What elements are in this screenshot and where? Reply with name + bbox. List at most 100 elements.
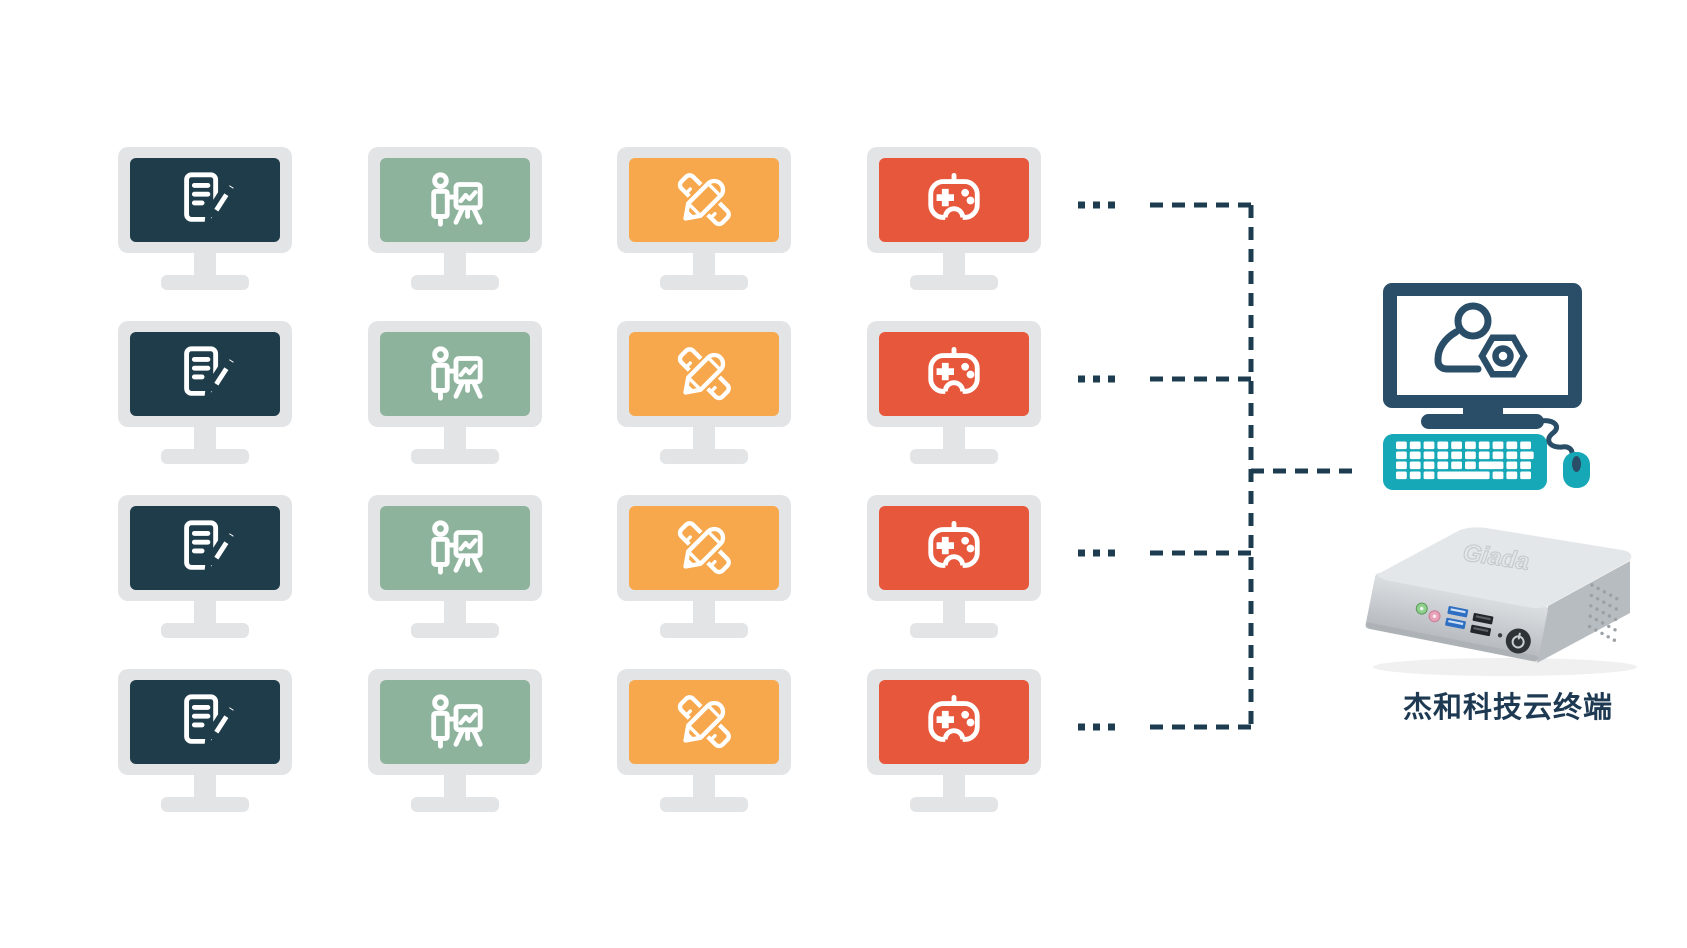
keyboard-key bbox=[1423, 451, 1435, 460]
keyboard-key bbox=[1478, 451, 1490, 460]
workstation-monitor-gamepad bbox=[867, 321, 1041, 464]
keyboard-key bbox=[1478, 461, 1504, 470]
monitor-neck bbox=[943, 253, 965, 277]
keyboard-key bbox=[1409, 451, 1421, 460]
workstation-monitor-ruler-pencil bbox=[617, 669, 791, 812]
workstation-monitor-gamepad bbox=[867, 669, 1041, 812]
mouse-cable bbox=[1537, 418, 1575, 456]
vent-hole bbox=[1602, 590, 1607, 594]
power-button bbox=[1505, 628, 1531, 654]
monitor-base bbox=[660, 623, 748, 638]
keyboard-key bbox=[1437, 461, 1449, 470]
vent-hole bbox=[1607, 624, 1611, 629]
ellipsis-dot bbox=[1093, 549, 1100, 557]
vent-hole bbox=[1594, 617, 1599, 622]
vent-hole bbox=[1613, 617, 1618, 622]
keyboard-key bbox=[1465, 461, 1476, 470]
monitor-neck bbox=[194, 601, 216, 625]
vent-hole bbox=[1600, 631, 1604, 636]
vent-hole bbox=[1602, 600, 1606, 604]
keyboard-key bbox=[1423, 441, 1435, 450]
keyboard-key bbox=[1396, 451, 1407, 460]
monitor-base bbox=[411, 275, 499, 290]
vent-hole bbox=[1612, 638, 1617, 642]
monitor-neck bbox=[943, 775, 965, 799]
ellipsis-dot bbox=[1108, 201, 1115, 209]
monitor-base bbox=[910, 797, 998, 812]
monitor-neck bbox=[194, 253, 216, 277]
vent-hole bbox=[1589, 604, 1593, 608]
user-gear-icon bbox=[1434, 302, 1528, 378]
keyboard-key bbox=[1506, 471, 1518, 480]
ellipsis-dot bbox=[1108, 723, 1115, 731]
workstation-monitor-ruler-pencil bbox=[617, 495, 791, 638]
keyboard-key bbox=[1451, 441, 1462, 450]
ellipsis-dot bbox=[1078, 201, 1085, 209]
workstation-monitor-gamepad bbox=[867, 147, 1041, 290]
ellipsis-dot bbox=[1078, 723, 1085, 731]
vent-hole bbox=[1608, 603, 1612, 608]
monitor-base bbox=[910, 449, 998, 464]
monitor-base bbox=[161, 623, 249, 638]
ellipsis-dot bbox=[1108, 375, 1115, 383]
monitor-screen bbox=[130, 158, 280, 242]
vent-hole bbox=[1589, 593, 1594, 598]
monitor-neck bbox=[444, 253, 466, 277]
workstation-monitor-gamepad bbox=[867, 495, 1041, 638]
client-monitor-grid bbox=[118, 147, 1041, 812]
vent-hole bbox=[1595, 607, 1599, 611]
power-led bbox=[1497, 633, 1503, 638]
keyboard-key bbox=[1465, 451, 1476, 460]
workstation-monitor-presenter-chart bbox=[368, 669, 542, 812]
keyboard-key bbox=[1492, 451, 1504, 460]
keyboard-key bbox=[1520, 451, 1534, 460]
mouse-wheel bbox=[1572, 456, 1581, 472]
keyboard-key bbox=[1409, 441, 1421, 450]
keyboard-key bbox=[1396, 441, 1407, 450]
keyboard-key bbox=[1492, 471, 1504, 480]
vent-hole bbox=[1608, 593, 1613, 597]
keyboard-key bbox=[1423, 471, 1435, 480]
keyboard-key bbox=[1437, 441, 1449, 450]
monitor-base bbox=[910, 275, 998, 290]
host-monitor-stand bbox=[1421, 414, 1544, 429]
keyboard-keys bbox=[1396, 441, 1534, 480]
keyboard-key bbox=[1492, 441, 1504, 450]
workstation-monitor-presenter-chart bbox=[368, 147, 542, 290]
device-label: 杰和科技云终端 bbox=[1402, 692, 1613, 724]
vent-hole bbox=[1613, 628, 1617, 632]
workstation-monitor-document-pencil bbox=[118, 147, 292, 290]
keyboard-key bbox=[1451, 451, 1462, 460]
keyboard-key bbox=[1506, 461, 1518, 470]
monitor-base bbox=[910, 623, 998, 638]
workstation-monitor-presenter-chart bbox=[368, 495, 542, 638]
monitor-neck bbox=[693, 253, 715, 277]
usb3-ports bbox=[1445, 605, 1469, 630]
workstation-monitor-presenter-chart bbox=[368, 321, 542, 464]
monitor-screen bbox=[130, 680, 280, 764]
monitor-neck bbox=[444, 427, 466, 451]
monitor-screen bbox=[130, 332, 280, 416]
keyboard-key bbox=[1451, 461, 1462, 470]
monitor-neck bbox=[693, 775, 715, 799]
ellipsis-dot bbox=[1093, 201, 1100, 209]
vent-hole bbox=[1601, 610, 1605, 615]
device-side-face bbox=[1537, 561, 1630, 663]
workstation-monitor-document-pencil bbox=[118, 495, 292, 638]
monitor-screen bbox=[130, 506, 280, 590]
vent-hole bbox=[1606, 635, 1610, 639]
keyboard-key bbox=[1396, 461, 1407, 470]
vent-hole bbox=[1615, 596, 1619, 601]
keyboard-key bbox=[1506, 441, 1518, 450]
keyboard-key bbox=[1478, 441, 1490, 450]
monitor-neck bbox=[194, 775, 216, 799]
workstation-monitor-document-pencil bbox=[118, 669, 292, 812]
keyboard-key bbox=[1520, 441, 1531, 450]
monitor-base bbox=[161, 449, 249, 464]
ellipsis-dot bbox=[1078, 549, 1085, 557]
monitor-neck bbox=[444, 775, 466, 799]
monitor-neck bbox=[693, 601, 715, 625]
vent-hole bbox=[1600, 621, 1605, 625]
monitor-base bbox=[411, 449, 499, 464]
device-vents bbox=[1587, 583, 1619, 642]
